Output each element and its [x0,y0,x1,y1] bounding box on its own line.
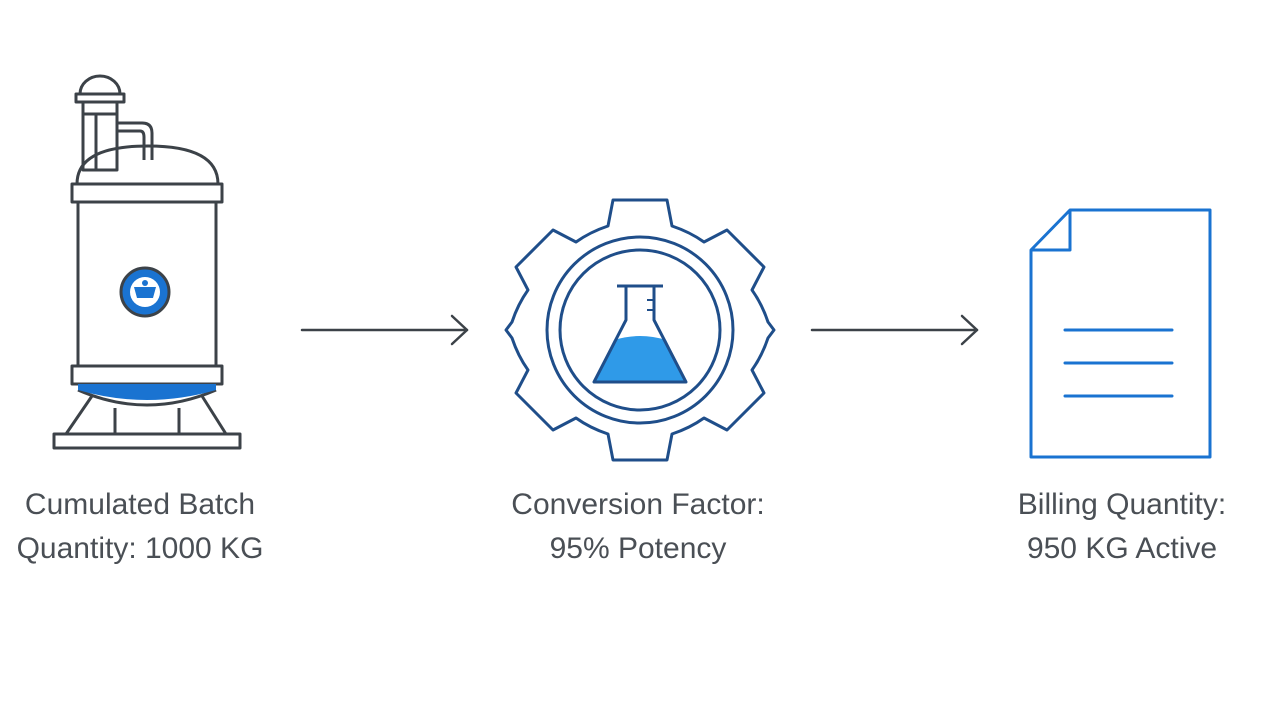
billing-quantity-caption: Billing Quantity: 950 KG Active [984,483,1260,571]
reactor-vessel-icon [52,74,242,450]
arrow-right-icon [810,314,979,346]
conversion-factor-caption: Conversion Factor: 95% Potency [478,483,798,571]
batch-quantity-caption: Cumulated Batch Quantity: 1000 KG [0,483,280,571]
billing-caption-line2: 950 KG Active [1026,532,1218,565]
billing-caption-line1: Billing Quantity: [1017,488,1227,521]
batch-caption-line2: Quantity: 1000 KG [16,532,264,565]
gear-flask-icon [504,198,776,462]
conversion-caption-line1: Conversion Factor: [511,488,765,521]
arrow-right-icon [300,314,469,346]
batch-caption-line1: Cumulated Batch [24,488,256,521]
document-icon [1029,208,1212,459]
conversion-caption-line2: 95% Potency [549,532,727,565]
